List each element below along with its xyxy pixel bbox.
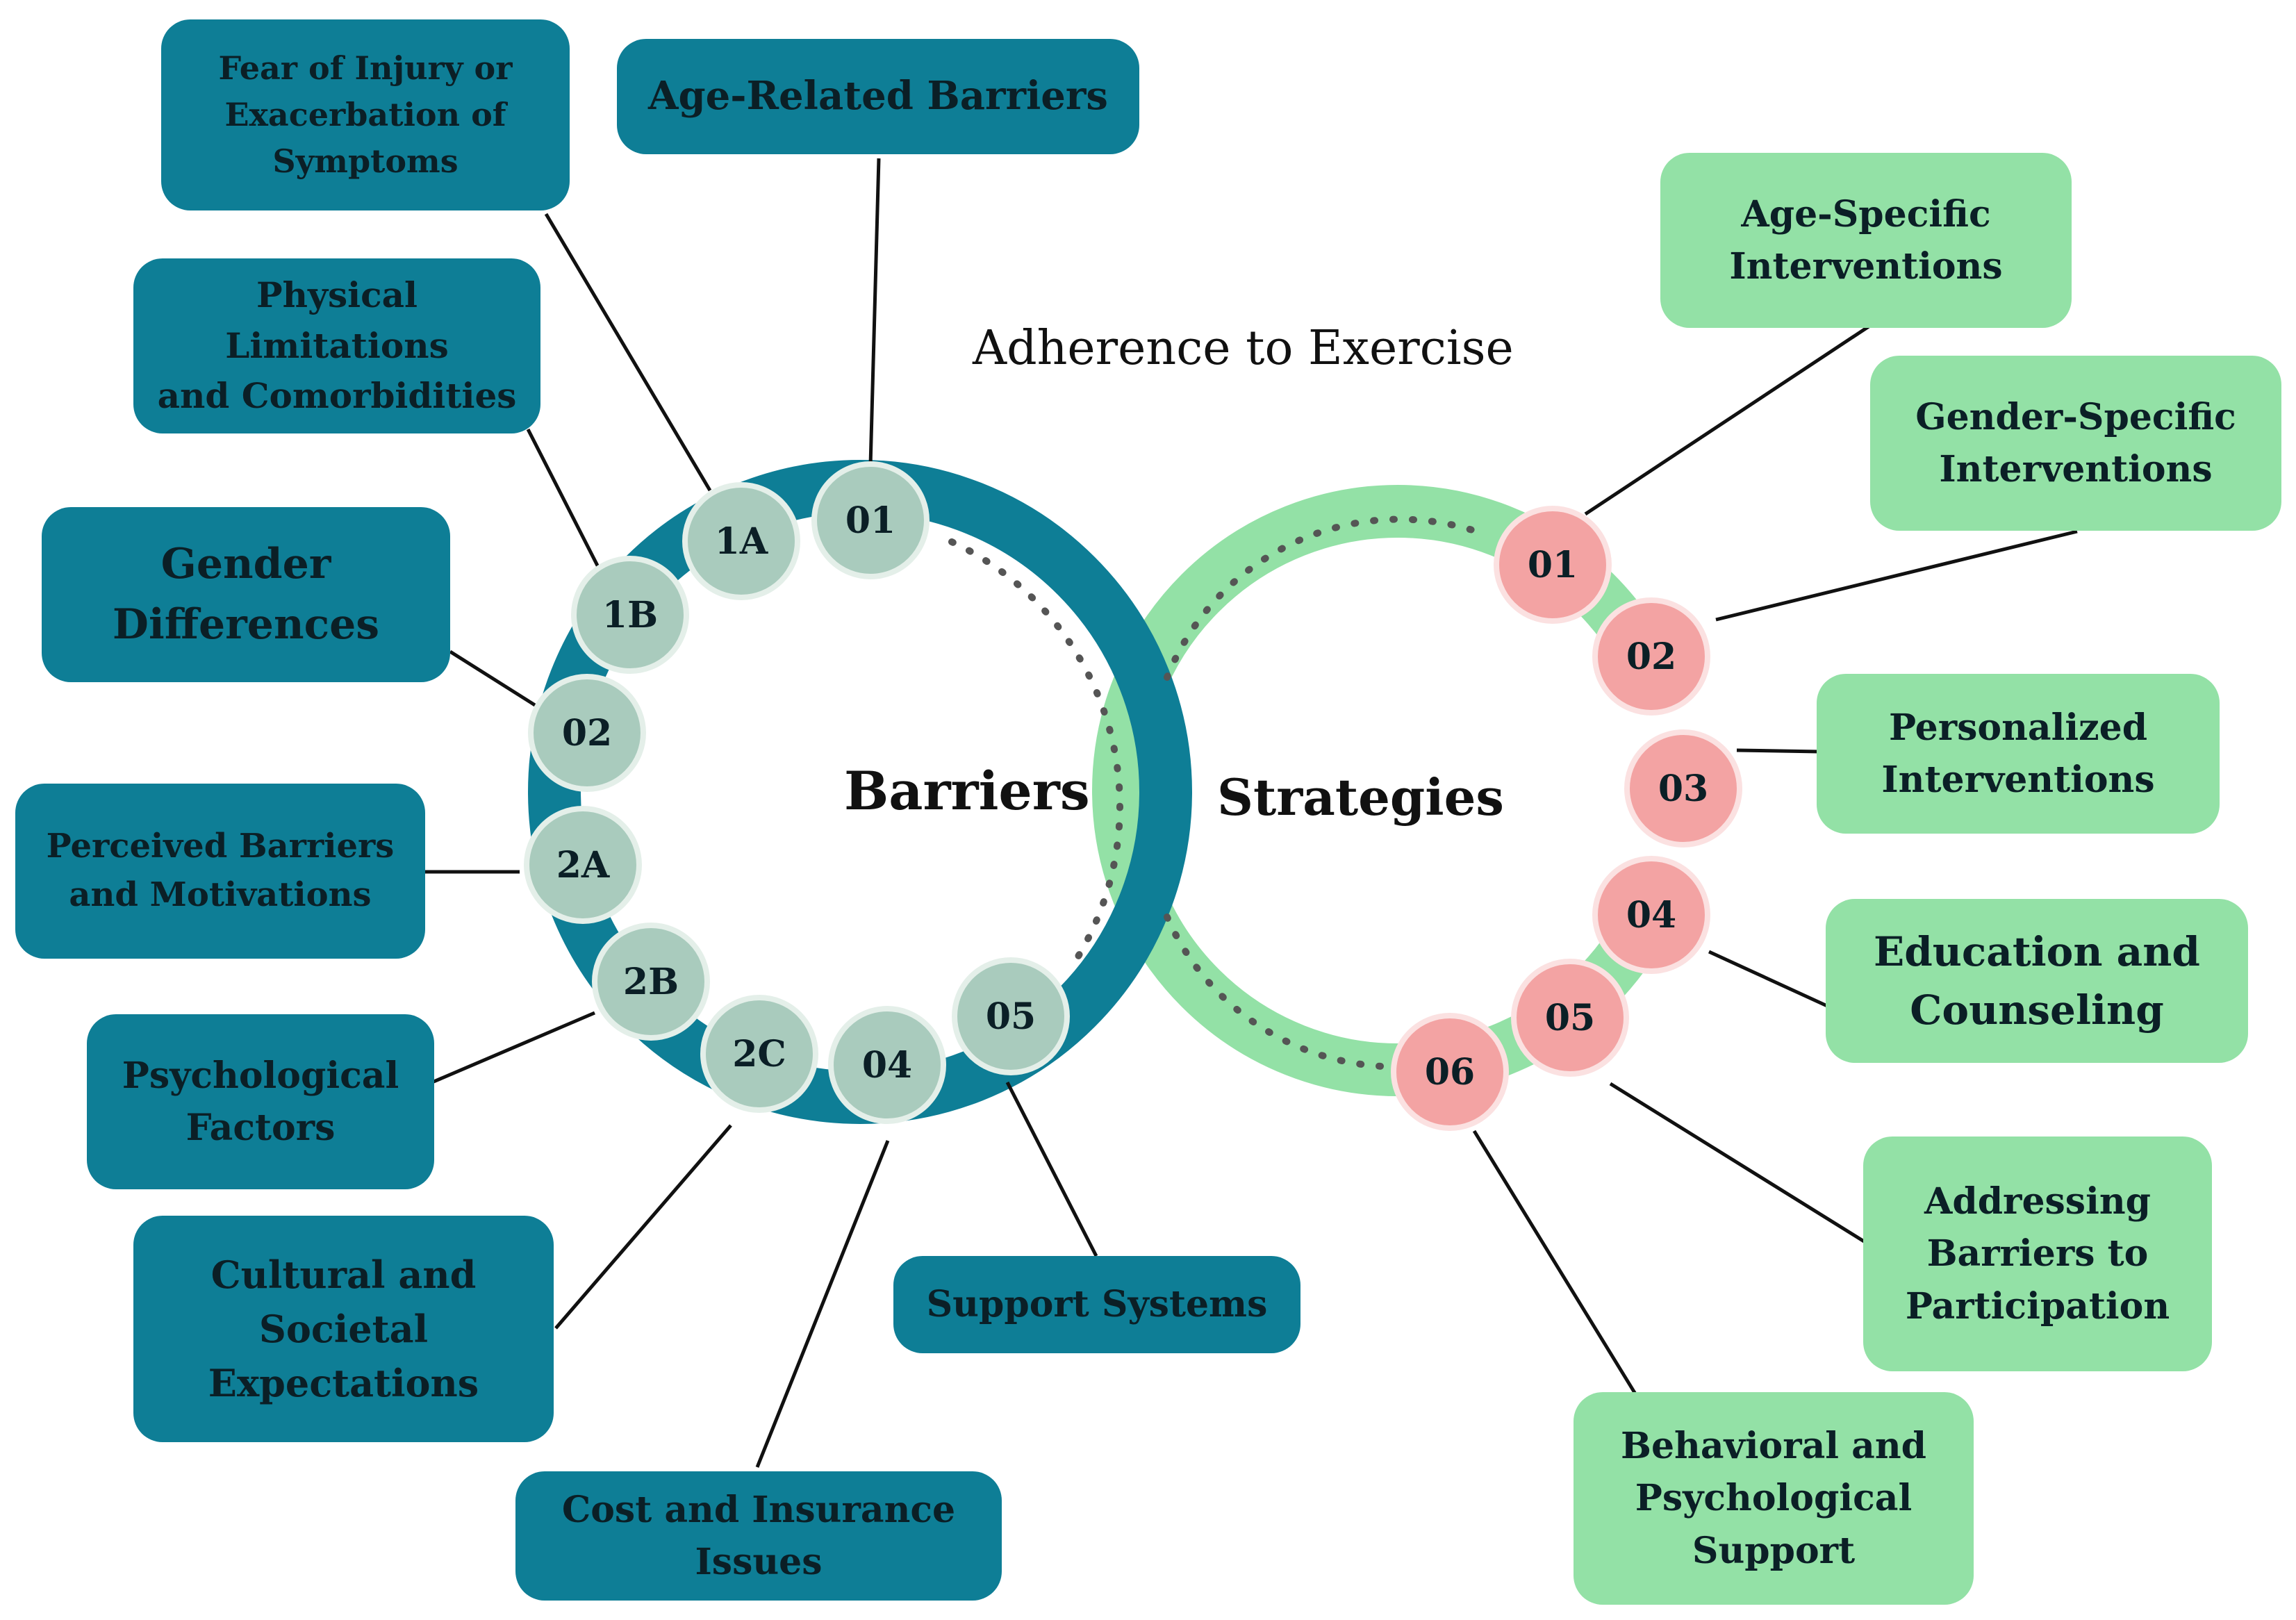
strategy-node-06: 06	[1391, 1013, 1509, 1131]
strategy-node-02: 02	[1592, 597, 1710, 716]
strategy-node-04: 04	[1592, 856, 1710, 974]
connector-s02	[1715, 529, 2078, 622]
strategy-box-personalized: Personalized Interventions	[1817, 674, 2220, 834]
strategy-node-05: 05	[1511, 959, 1629, 1077]
barrier-box-cost-insurance: Cost and Insurance Issues	[515, 1471, 1002, 1601]
barrier-box-age-related: Age-Related Barriers	[617, 39, 1139, 154]
barrier-box-fear-of-injury: Fear of Injury or Exacerbation of Sympto…	[161, 19, 570, 210]
connector-s06	[1472, 1130, 1638, 1396]
barrier-connectors	[425, 158, 1098, 1468]
connector-s05	[1609, 1082, 1869, 1246]
strategy-box-gender-specific: Gender-Specific Interventions	[1870, 356, 2281, 531]
barrier-node-2B: 2B	[592, 923, 710, 1041]
barrier-box-perceived-barriers: Perceived Barriers and Motivations	[15, 784, 425, 959]
strategy-box-age-specific: Age-Specific Interventions	[1660, 153, 2072, 328]
barrier-box-cultural-societal: Cultural and Societal Expectations	[133, 1216, 554, 1442]
strategy-box-behavioral-psychological: Behavioral and Psychological Support	[1574, 1392, 1974, 1605]
strategies-center-label: Strategies	[1217, 768, 1504, 827]
barrier-node-05: 05	[952, 957, 1070, 1075]
barrier-node-01: 01	[811, 461, 930, 579]
barrier-box-gender-differences: Gender Differences	[42, 507, 450, 682]
diagram-title: Adherence to Exercise	[973, 321, 1514, 376]
barrier-node-2A: 2A	[524, 806, 642, 924]
strategy-connectors	[1472, 324, 2078, 1396]
connector-b2B	[431, 1011, 595, 1084]
connector-b2C	[554, 1124, 732, 1330]
connector-s03	[1736, 748, 1821, 754]
strategies-dotted-arc-top	[1164, 515, 1490, 681]
connector-b1A	[544, 213, 712, 492]
barrier-box-support-systems: Support Systems	[893, 1256, 1300, 1353]
barrier-node-02: 02	[528, 674, 646, 792]
barrier-node-2C: 2C	[700, 995, 818, 1113]
strategies-ring-gap	[1398, 486, 1834, 1098]
connector-b04	[755, 1140, 890, 1468]
barriers-center-label: Barriers	[844, 760, 1090, 822]
barrier-node-04: 04	[828, 1006, 946, 1124]
strategy-node-03: 03	[1624, 729, 1742, 848]
strategy-node-01: 01	[1494, 506, 1612, 624]
connector-s01	[1584, 324, 1870, 516]
connector-s04	[1708, 950, 1828, 1008]
connector-b1B	[526, 428, 601, 570]
connector-b05	[1005, 1081, 1098, 1257]
strategy-box-education-counseling: Education and Counseling	[1826, 899, 2248, 1063]
barrier-node-1A: 1A	[682, 482, 800, 600]
connector-b02	[449, 650, 536, 707]
barrier-node-1B: 1B	[571, 556, 689, 674]
connector-b01	[868, 158, 881, 466]
barrier-box-psychological-factors: Psychological Factors	[87, 1014, 434, 1189]
strategy-box-addressing-barriers: Addressing Barriers to Participation	[1863, 1137, 2212, 1371]
barrier-box-physical-limitations: Physical Limitations and Comorbidities	[133, 258, 540, 433]
strategies-dotted-arc-bottom	[1164, 914, 1386, 1070]
